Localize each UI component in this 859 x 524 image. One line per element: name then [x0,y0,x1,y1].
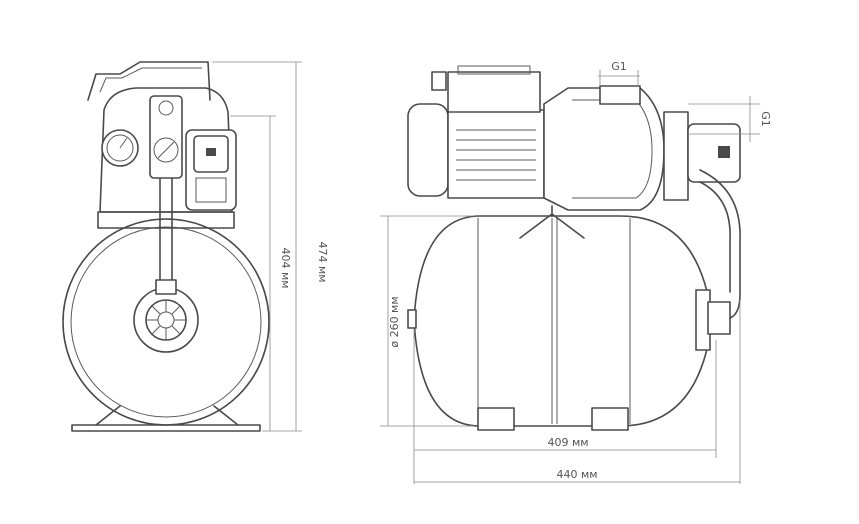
side-pump-body [99,87,233,213]
inlet-thread-label: G1 [611,60,627,73]
tank-length-label: 409 мм [547,436,588,449]
side-fitting-ribs [146,300,186,340]
tank-height-label: 404 мм [279,247,292,288]
front-control-led [718,146,730,158]
side-hose [159,177,173,293]
front-foot-left [477,407,515,431]
front-tank-connector [707,301,731,335]
front-tank-outline [413,215,713,427]
front-hose-outer [699,169,741,319]
side-control-label [195,177,227,203]
front-motor-body [447,109,545,199]
side-gauge-dial [106,134,134,162]
front-terminal-lid [457,65,531,75]
total-height-label: 474 мм [316,241,329,282]
front-pump-housing [543,87,665,211]
front-tank-valve [407,309,417,329]
side-switch-screw [158,100,174,116]
front-motor-cap [407,103,449,197]
side-base-plate [71,424,261,432]
front-dimensions: ø 260 мм 409 мм 440 мм G1 G1 [380,60,772,484]
side-control-led [206,148,216,156]
side-switch-column [149,95,183,179]
side-gauge-needle [119,137,128,149]
outlet-thread-label: G1 [759,111,772,127]
side-handle-inner [99,67,202,93]
side-tank-inner [70,226,262,418]
front-control-unit [687,123,741,183]
front-housing-inner [572,99,653,199]
front-foot-right [591,407,629,431]
side-view [62,61,270,432]
front-hose-inner [699,181,731,293]
front-cable-gland [431,71,447,91]
side-fitting-outer [133,287,199,353]
side-hose-clamp [155,279,177,295]
front-inlet-port [599,85,641,105]
side-tank-outline [62,218,270,426]
diameter-label: ø 260 мм [388,296,401,347]
side-tank-band [97,211,235,229]
side-handle [87,61,211,101]
front-motor-fins [456,129,536,181]
front-view [407,65,741,431]
side-feet [95,405,239,426]
side-fitting-core [157,311,175,329]
side-dimensions: 474 мм 404 мм [212,61,329,432]
side-switch-mark [157,141,175,159]
front-terminal-box [447,71,541,113]
front-outlet-block [663,111,689,201]
total-length-label: 440 мм [556,468,597,481]
side-switch-dial [153,137,179,163]
